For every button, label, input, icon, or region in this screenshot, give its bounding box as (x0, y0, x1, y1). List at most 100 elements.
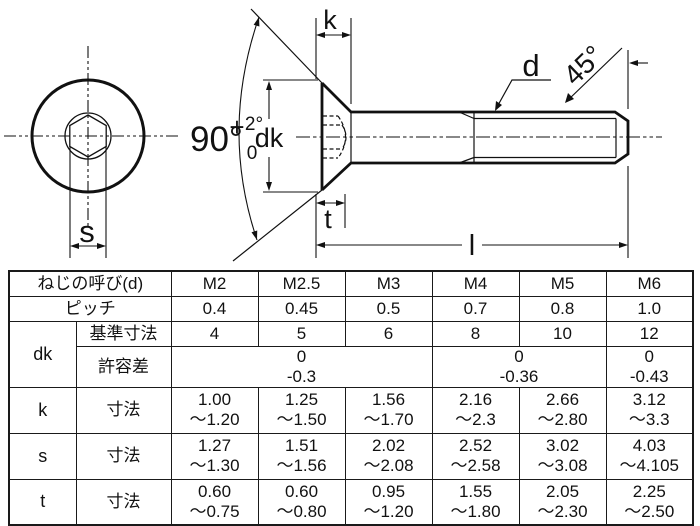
value-min: 1.51 (284, 436, 319, 455)
t-value: 0.60 〜0.80 (257, 478, 346, 526)
d-label: d (522, 48, 539, 83)
countersink-angle-dimension (232, 8, 323, 262)
t-dimension (315, 194, 346, 258)
value-max: 〜4.105 (619, 456, 680, 475)
cone-angle-label: 90° (190, 120, 243, 159)
pitch-row-label: ピッチ (8, 295, 172, 322)
t-value: 2.05 〜2.30 (518, 478, 607, 526)
value-max: 〜1.50 (276, 410, 327, 429)
value-max: 〜1.20 (363, 501, 414, 521)
tolerance-group-m4-m5: 0 -0.36 (431, 345, 607, 388)
l-label: l (469, 230, 475, 262)
value-max: 〜1.20 (189, 410, 240, 429)
value-max: 〜3.3 (628, 410, 670, 429)
table-row-k: k 寸法 1.00 〜1.20 1.25 〜1.50 1.56 〜1.70 2.… (8, 386, 694, 434)
t-value: 1.55 〜1.80 (431, 478, 520, 526)
pitch-value: 0.8 (518, 295, 607, 322)
k-row-label: k (8, 386, 77, 434)
thread-size-row-label: ねじの呼び(d) (8, 270, 172, 297)
value-min: 4.03 (632, 436, 666, 455)
k-value: 1.25 〜1.50 (257, 386, 346, 434)
size-header: M2 (170, 270, 259, 297)
value-max: 〜1.56 (276, 456, 327, 475)
t-value: 2.25 〜2.50 (605, 478, 694, 526)
k-value: 2.66 〜2.80 (518, 386, 607, 434)
value-max: 〜2.58 (450, 456, 501, 475)
size-header: M2.5 (257, 270, 346, 297)
value-min: 2.52 (458, 436, 493, 455)
value-min: 1.00 (197, 390, 232, 409)
pitch-value: 0.4 (170, 295, 259, 322)
s-arrow-left (70, 243, 79, 249)
s-value: 3.02 〜3.08 (518, 432, 607, 480)
cone-angle-tol-plus: + (229, 112, 244, 142)
s-label: s (79, 214, 95, 249)
tolerance-group-m2-m3: 0 -0.3 (170, 345, 433, 388)
dim-label: 寸法 (75, 432, 172, 480)
value-max: 〜2.80 (537, 410, 588, 429)
value-min: 0.95 (371, 481, 406, 501)
value-min: 1.56 (371, 390, 406, 409)
d-leader (495, 79, 551, 111)
l-dimension (316, 50, 629, 258)
s-value: 4.03 〜4.105 (605, 432, 694, 480)
pitch-value: 0.5 (344, 295, 433, 322)
dimension-table: ねじの呼び(d) M2 M2.5 M3 M4 M5 M6 ピッチ 0.4 0.4… (8, 270, 694, 526)
value-min: 0.60 (197, 481, 232, 501)
table-row-s: s 寸法 1.27 〜1.30 1.51 〜1.56 2.02 〜2.08 2.… (8, 432, 694, 480)
basic-value: 4 (170, 320, 259, 347)
thread-runout (458, 111, 475, 164)
value-max: 〜1.70 (363, 410, 414, 429)
table-row-thread-size: ねじの呼び(d) M2 M2.5 M3 M4 M5 M6 (8, 270, 694, 297)
size-header: M4 (431, 270, 520, 297)
k-value: 3.12 〜3.3 (605, 386, 694, 434)
tolerance-upper: 0 (644, 346, 654, 366)
s-value: 2.02 〜2.08 (344, 432, 433, 480)
tolerance-upper: 0 (514, 346, 524, 366)
value-min: 1.25 (284, 390, 319, 409)
value-min: 2.16 (458, 390, 493, 409)
chamfer-angle-label: 45° (557, 39, 609, 91)
value-max: 〜2.08 (363, 456, 414, 475)
tolerance-lower: -0.3 (286, 366, 317, 386)
angle-arc (238, 16, 260, 241)
head-top-view (4, 46, 178, 228)
screw-side-view (296, 82, 662, 192)
s-value: 1.27 〜1.30 (170, 432, 259, 480)
s-value: 1.51 〜1.56 (257, 432, 346, 480)
table-row-t: t 寸法 0.60 〜0.75 0.60 〜0.80 0.95 〜1.20 1.… (8, 478, 694, 526)
value-min: 2.66 (545, 390, 580, 409)
basic-value: 10 (518, 320, 607, 347)
arc-arrow-bottom (251, 230, 258, 240)
size-header: M5 (518, 270, 607, 297)
pitch-value: 0.45 (257, 295, 346, 322)
table-row-dk-basic: dk 基準寸法 4 5 6 8 10 12 (8, 320, 694, 388)
basic-value: 12 (605, 320, 694, 347)
size-header: M6 (605, 270, 694, 297)
s-arrow-right (97, 243, 106, 249)
value-max: 〜2.3 (455, 410, 496, 429)
table-row-dk-tolerance: 許容差 0 -0.3 0 -0.36 0 -0.43 (9, 345, 694, 388)
dk-row-label: dk (8, 320, 77, 388)
k-value: 1.00 〜1.20 (170, 386, 259, 434)
pitch-value: 0.7 (431, 295, 520, 322)
k-label: k (323, 5, 337, 35)
chamfer-dimension (565, 47, 648, 103)
value-max: 〜1.30 (189, 456, 240, 475)
size-header: M3 (344, 270, 433, 297)
value-max: 〜0.75 (189, 501, 240, 521)
k-value: 2.16 〜2.3 (431, 386, 520, 434)
s-value: 2.52 〜2.58 (431, 432, 520, 480)
value-min: 2.25 (632, 481, 666, 501)
arc-arrow-top (253, 17, 260, 27)
value-max: 〜2.30 (537, 501, 588, 521)
tolerance-lower: -0.36 (499, 366, 539, 386)
value-min: 2.05 (545, 481, 580, 501)
tolerance-label: 許容差 (75, 345, 172, 388)
tolerance-upper: 0 (296, 346, 307, 366)
screw-technical-drawing: s 90° + 2° 0 dk (4, 5, 662, 262)
pitch-value: 1.0 (605, 295, 694, 322)
cone-angle-tol-lower: 0 (247, 143, 258, 164)
dk-dimension (263, 79, 318, 193)
